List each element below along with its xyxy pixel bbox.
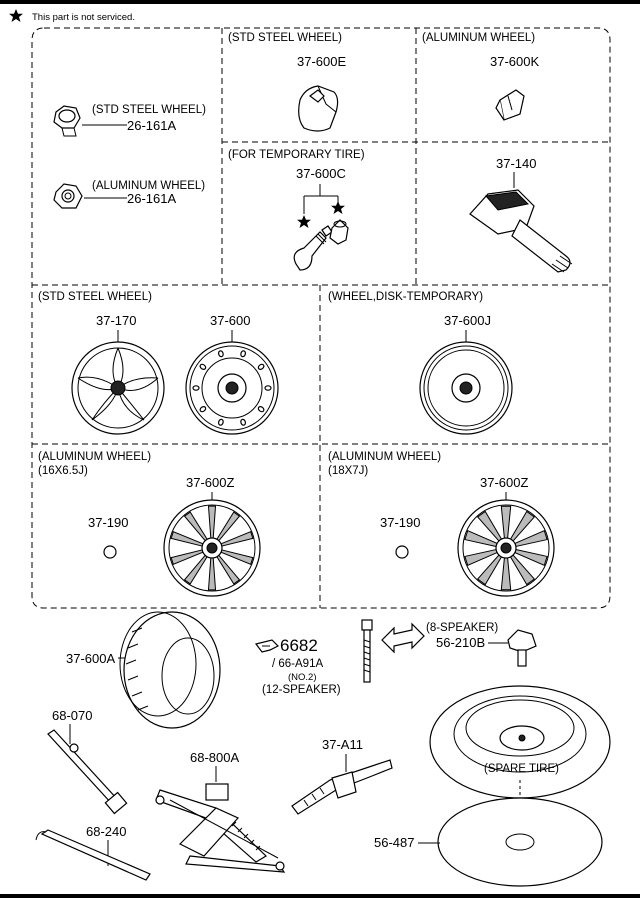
section-alu-top: (ALUMINUM WHEEL) [422, 32, 535, 44]
section-alu-16-size: (16X6.5J) [38, 465, 88, 477]
steel-wheel-icon [185, 341, 279, 435]
spare-tire-mat-icon [437, 797, 603, 887]
spare-tire-icon [429, 685, 611, 799]
ref-speaker: (12-SPEAKER) [262, 684, 341, 696]
star-icon [9, 9, 23, 22]
spare-tire-bolt-icon [507, 629, 537, 667]
nut-alu-code: 26-161A [127, 191, 176, 206]
center-cap-icon [103, 545, 117, 559]
alloy-wheel-16-icon [163, 499, 261, 597]
part-37-600Z-a: 37-600Z [186, 475, 234, 490]
balance-weight-alu-icon [495, 89, 525, 121]
wheel-cover-icon [71, 341, 165, 435]
part-37-170: 37-170 [96, 313, 136, 328]
steel-wheel-holes [192, 350, 272, 426]
tire-icon [119, 611, 221, 729]
part-37-600: 37-600 [210, 313, 250, 328]
part-56-210B: 56-210B [436, 635, 485, 650]
part-37-190-a: 37-190 [88, 515, 128, 530]
header-bar [0, 0, 640, 4]
double-arrow-icon [381, 622, 425, 654]
header-note: This part is not serviced. [32, 12, 135, 23]
ref-no: (NO.2) [288, 672, 317, 683]
lug-nut-std-icon [53, 105, 81, 137]
center-cap-icon [395, 545, 409, 559]
part-68-070: 68-070 [52, 708, 92, 723]
part-37-600J: 37-600J [444, 313, 491, 328]
nut-std-label: (STD STEEL WHEEL) [92, 104, 206, 116]
hand-pointer-icon [254, 639, 280, 653]
part-56-487: 56-487 [374, 835, 414, 850]
section-temp-tire: (FOR TEMPORARY TIRE) [228, 149, 365, 161]
bolt-icon [361, 619, 373, 683]
part-37-600E: 37-600E [297, 54, 346, 69]
speaker8-label: (8-SPEAKER) [426, 622, 498, 634]
part-37-600Z-b: 37-600Z [480, 475, 528, 490]
part-68-240: 68-240 [86, 824, 126, 839]
nut-std-code: 26-161A [127, 118, 176, 133]
valve-stem-temp-icon [293, 225, 333, 271]
section-std-steel-top: (STD STEEL WHEEL) [228, 32, 342, 44]
tpms-sensor-icon [469, 189, 573, 273]
part-37-600C: 37-600C [296, 166, 346, 181]
jack-handle-icon [35, 829, 151, 881]
part-37-A11: 37-A11 [322, 737, 363, 752]
valve-cap-icon [329, 219, 349, 245]
section-disk-temp: (WHEEL,DISK-TEMPORARY) [328, 291, 483, 303]
balance-weight-std-icon [298, 85, 339, 132]
ref-number: 6682 [280, 636, 318, 655]
temporary-wheel-icon [419, 341, 513, 435]
part-37-600K: 37-600K [490, 54, 539, 69]
lug-wrench-icon [47, 729, 128, 815]
wheel-section-frame [31, 27, 611, 609]
part-37-190-b: 37-190 [380, 515, 420, 530]
tie-strap-icon [291, 759, 393, 815]
section-alu-18-size: (18X7J) [328, 465, 368, 477]
star-icon [297, 215, 311, 228]
part-37-600A: 37-600A [66, 651, 115, 666]
section-std-steel-mid: (STD STEEL WHEEL) [38, 291, 152, 303]
nut-alu-label: (ALUMINUM WHEEL) [92, 180, 205, 192]
star-icon [331, 201, 345, 214]
ref-code: / 66-A91A [272, 658, 323, 670]
section-alu-16: (ALUMINUM WHEEL) [38, 451, 151, 463]
section-alu-18: (ALUMINUM WHEEL) [328, 451, 441, 463]
spare-tire-label: (SPARE TIRE) [484, 763, 559, 775]
scissor-jack-icon [155, 783, 286, 873]
part-37-140: 37-140 [496, 156, 536, 171]
part-68-800A: 68-800A [190, 750, 239, 765]
footer-bar [0, 894, 640, 898]
lug-nut-alu-icon [53, 183, 83, 209]
alloy-wheel-18-icon [457, 499, 555, 597]
